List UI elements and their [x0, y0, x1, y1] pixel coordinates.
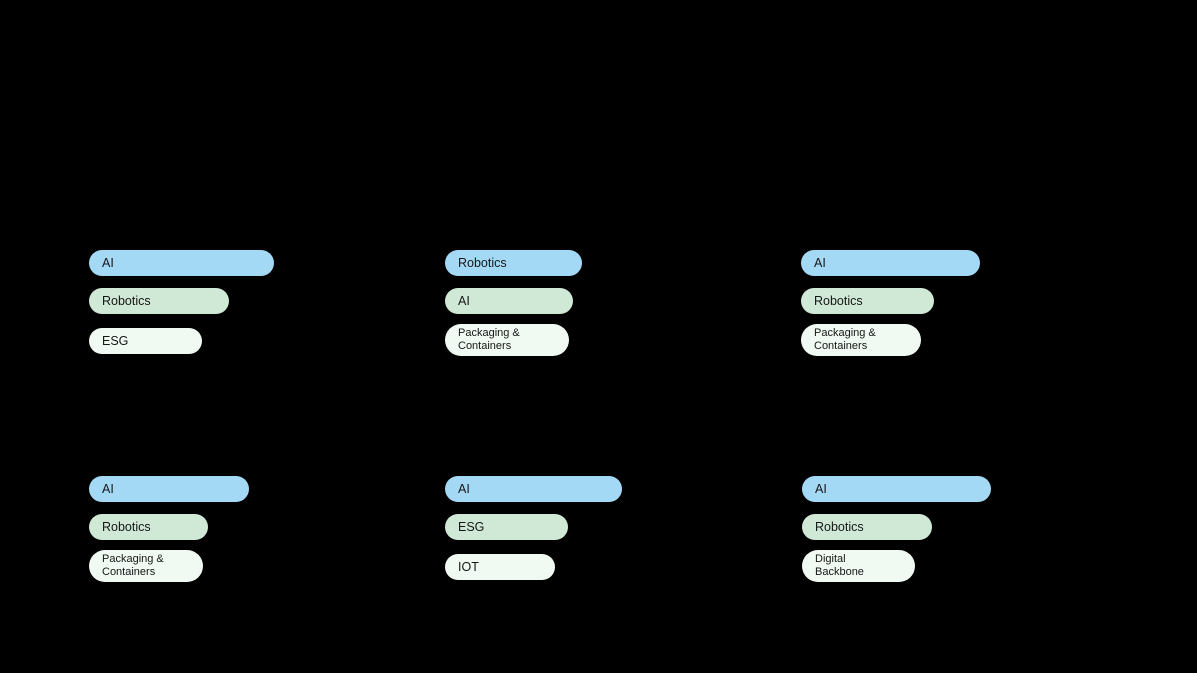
theme-pill-ai[interactable]: AI [445, 288, 573, 314]
theme-pill-ai[interactable]: AI [89, 250, 274, 276]
theme-pill-robotics[interactable]: Robotics [89, 514, 208, 540]
theme-pill-robotics[interactable]: Robotics [802, 514, 932, 540]
theme-pill-esg[interactable]: ESG [445, 514, 568, 540]
theme-pill-robotics[interactable]: Robotics [89, 288, 229, 314]
theme-pill-iot[interactable]: IOT [445, 554, 555, 580]
theme-pill-ai[interactable]: AI [801, 250, 980, 276]
theme-pill-robotics[interactable]: Robotics [445, 250, 582, 276]
theme-pill-esg[interactable]: ESG [89, 328, 202, 354]
theme-pill-ai[interactable]: AI [89, 476, 249, 502]
theme-pill-ai[interactable]: AI [802, 476, 991, 502]
theme-pill-digital-backbone[interactable]: Digital Backbone [802, 550, 915, 582]
theme-pill-packaging-containers[interactable]: Packaging & Containers [445, 324, 569, 356]
theme-pill-packaging-containers[interactable]: Packaging & Containers [801, 324, 921, 356]
theme-pill-packaging-containers[interactable]: Packaging & Containers [89, 550, 203, 582]
theme-pill-robotics[interactable]: Robotics [801, 288, 934, 314]
theme-pill-ai[interactable]: AI [445, 476, 622, 502]
